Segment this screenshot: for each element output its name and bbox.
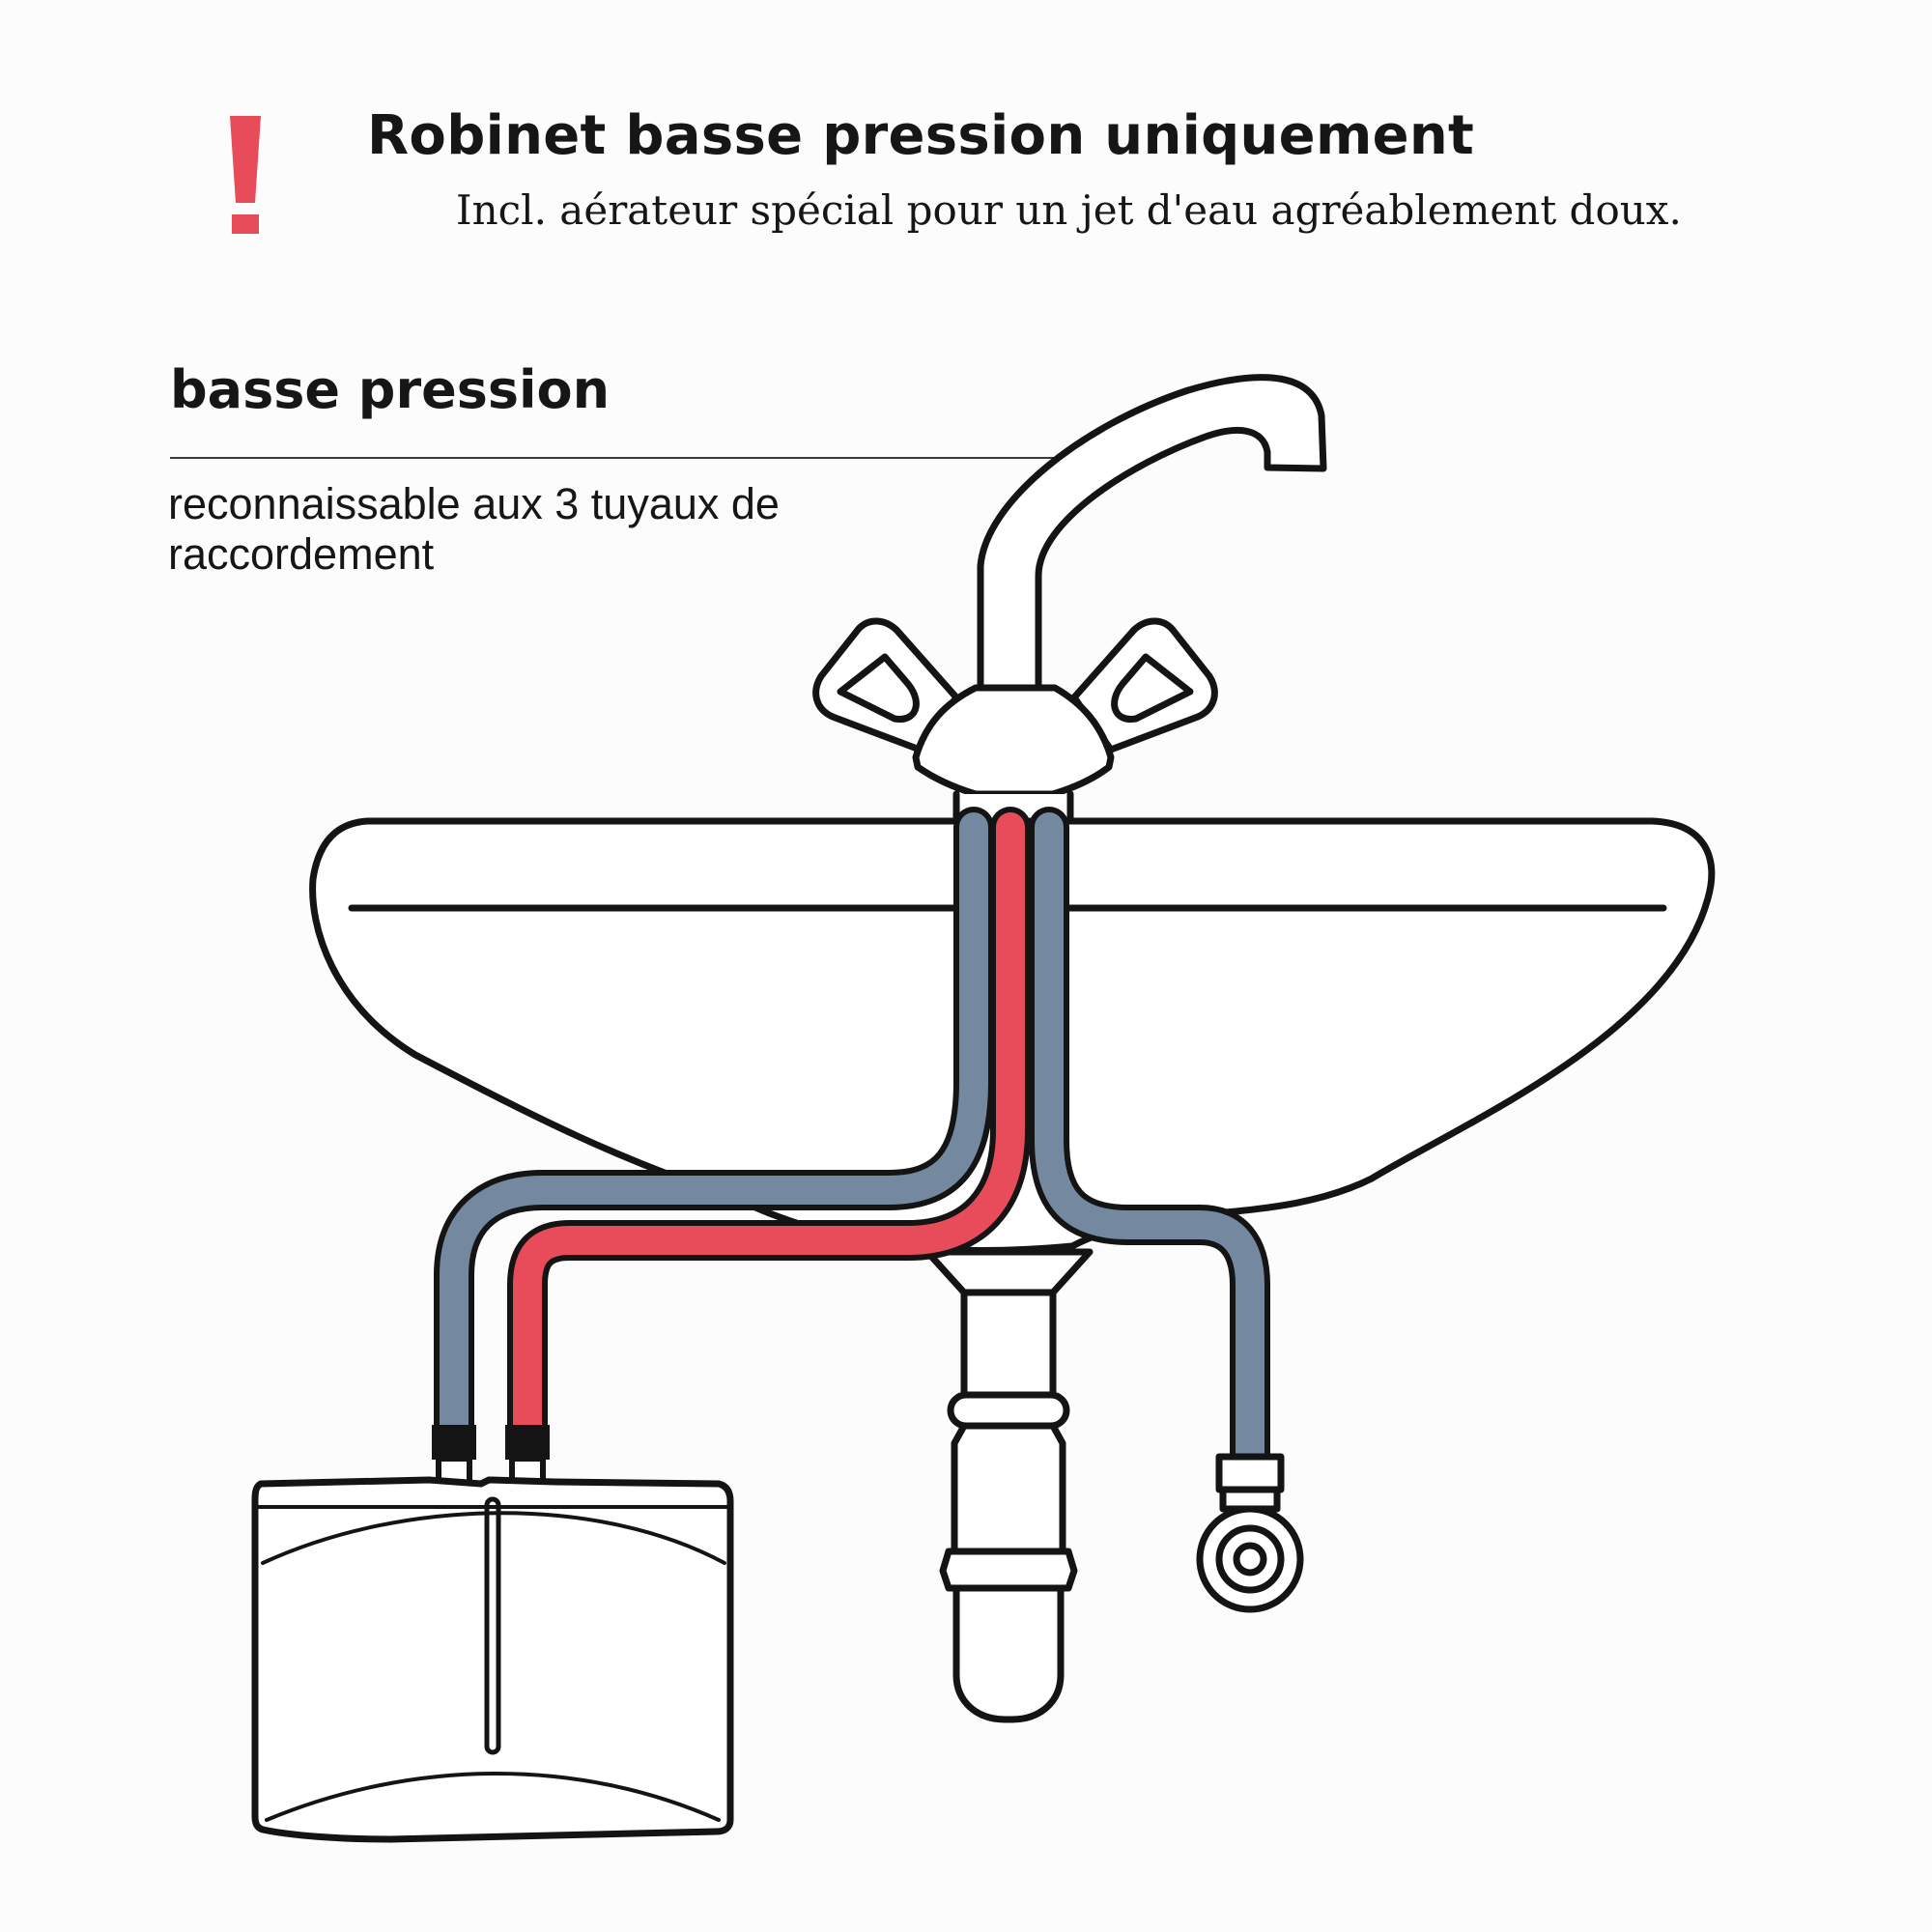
angle-valve: [1196, 1453, 1304, 1613]
faucet-spout: [977, 374, 1327, 692]
exclamation-icon: [230, 116, 261, 234]
drain-siphon: [923, 1248, 1094, 1723]
section-description: reconnaissable aux 3 tuyaux de raccordem…: [168, 479, 780, 579]
section-title: basse pression: [170, 359, 611, 420]
hot-water-pipe: [513, 812, 1025, 1442]
heater-fittings: [432, 1425, 550, 1487]
faucet-body: [812, 617, 1218, 825]
page-title: Robinet basse pression uniquement: [367, 104, 1475, 167]
cold-water-supply-pipe: [1035, 812, 1264, 1471]
section-divider: [170, 457, 1066, 459]
water-heater: [251, 1476, 734, 1843]
water-pipes: [434, 807, 1270, 1477]
cold-water-pipe: [440, 812, 988, 1442]
page-subtitle: Incl. aérateur spécial pour un jet d'eau…: [456, 186, 1682, 234]
